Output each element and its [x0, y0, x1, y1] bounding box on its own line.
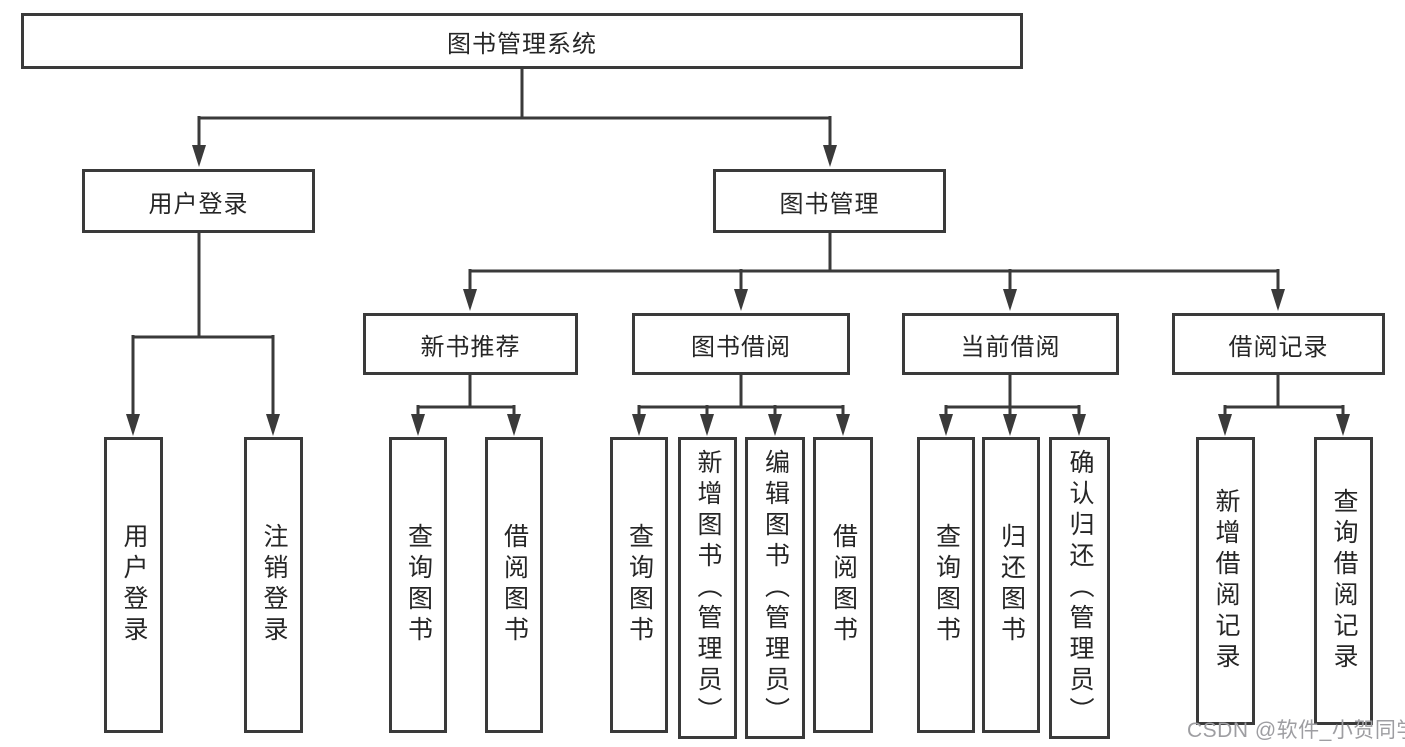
- leaf-query-books-recommend: 查询图书: [389, 437, 447, 733]
- node-label: 查询图书: [932, 523, 961, 647]
- node-label: 新增图书（管理员）: [694, 448, 722, 728]
- node-new-book-recommend: 新书推荐: [363, 313, 578, 375]
- watermark: CSDN @软件_小贺同学: [1187, 719, 1405, 742]
- node-label: 当前借阅: [960, 333, 1061, 361]
- leaf-confirm-return-admin: 确认归还（管理员）: [1049, 437, 1110, 739]
- node-book-management: 图书管理: [713, 169, 946, 233]
- node-label: 查询借阅记录: [1330, 488, 1358, 674]
- leaf-edit-books-admin: 编辑图书（管理员）: [745, 437, 805, 739]
- node-label: 图书管理: [779, 190, 880, 218]
- node-label: 查询图书: [404, 523, 433, 647]
- node-label: 查询图书: [625, 523, 654, 647]
- leaf-user-login: 用户登录: [104, 437, 163, 733]
- node-label: 用户登录: [120, 523, 148, 647]
- node-label: 确认归还（管理员）: [1066, 448, 1094, 728]
- node-book-borrowing: 图书借阅: [632, 313, 850, 375]
- node-label: 编辑图书（管理员）: [761, 448, 790, 728]
- node-label: 新增借阅记录: [1212, 488, 1240, 674]
- node-label: 借阅图书: [500, 523, 529, 647]
- leaf-query-books-current: 查询图书: [917, 437, 975, 733]
- node-current-borrowing: 当前借阅: [902, 313, 1119, 375]
- node-label: 归还图书: [997, 523, 1026, 647]
- leaf-query-books-borrow: 查询图书: [610, 437, 668, 733]
- leaf-borrow-books-recommend: 借阅图书: [485, 437, 543, 733]
- node-label: 新书推荐: [420, 333, 521, 361]
- leaf-logout: 注销登录: [244, 437, 303, 733]
- node-label: 借阅记录: [1228, 333, 1329, 361]
- node-user-login: 用户登录: [82, 169, 315, 233]
- leaf-add-books-admin: 新增图书（管理员）: [678, 437, 737, 739]
- node-label: 图书借阅: [691, 333, 791, 361]
- leaf-add-borrow-record: 新增借阅记录: [1196, 437, 1255, 725]
- node-label: 用户登录: [148, 190, 249, 218]
- node-borrow-records: 借阅记录: [1172, 313, 1385, 375]
- node-label: 注销登录: [260, 523, 288, 647]
- leaf-query-borrow-record: 查询借阅记录: [1314, 437, 1373, 725]
- leaf-return-books: 归还图书: [982, 437, 1040, 733]
- node-label: 图书管理系统: [447, 30, 597, 58]
- node-label: 借阅图书: [829, 523, 858, 647]
- leaf-borrow-books: 借阅图书: [813, 437, 873, 733]
- arrowheads: [126, 145, 1350, 436]
- node-root-system: 图书管理系统: [21, 13, 1023, 69]
